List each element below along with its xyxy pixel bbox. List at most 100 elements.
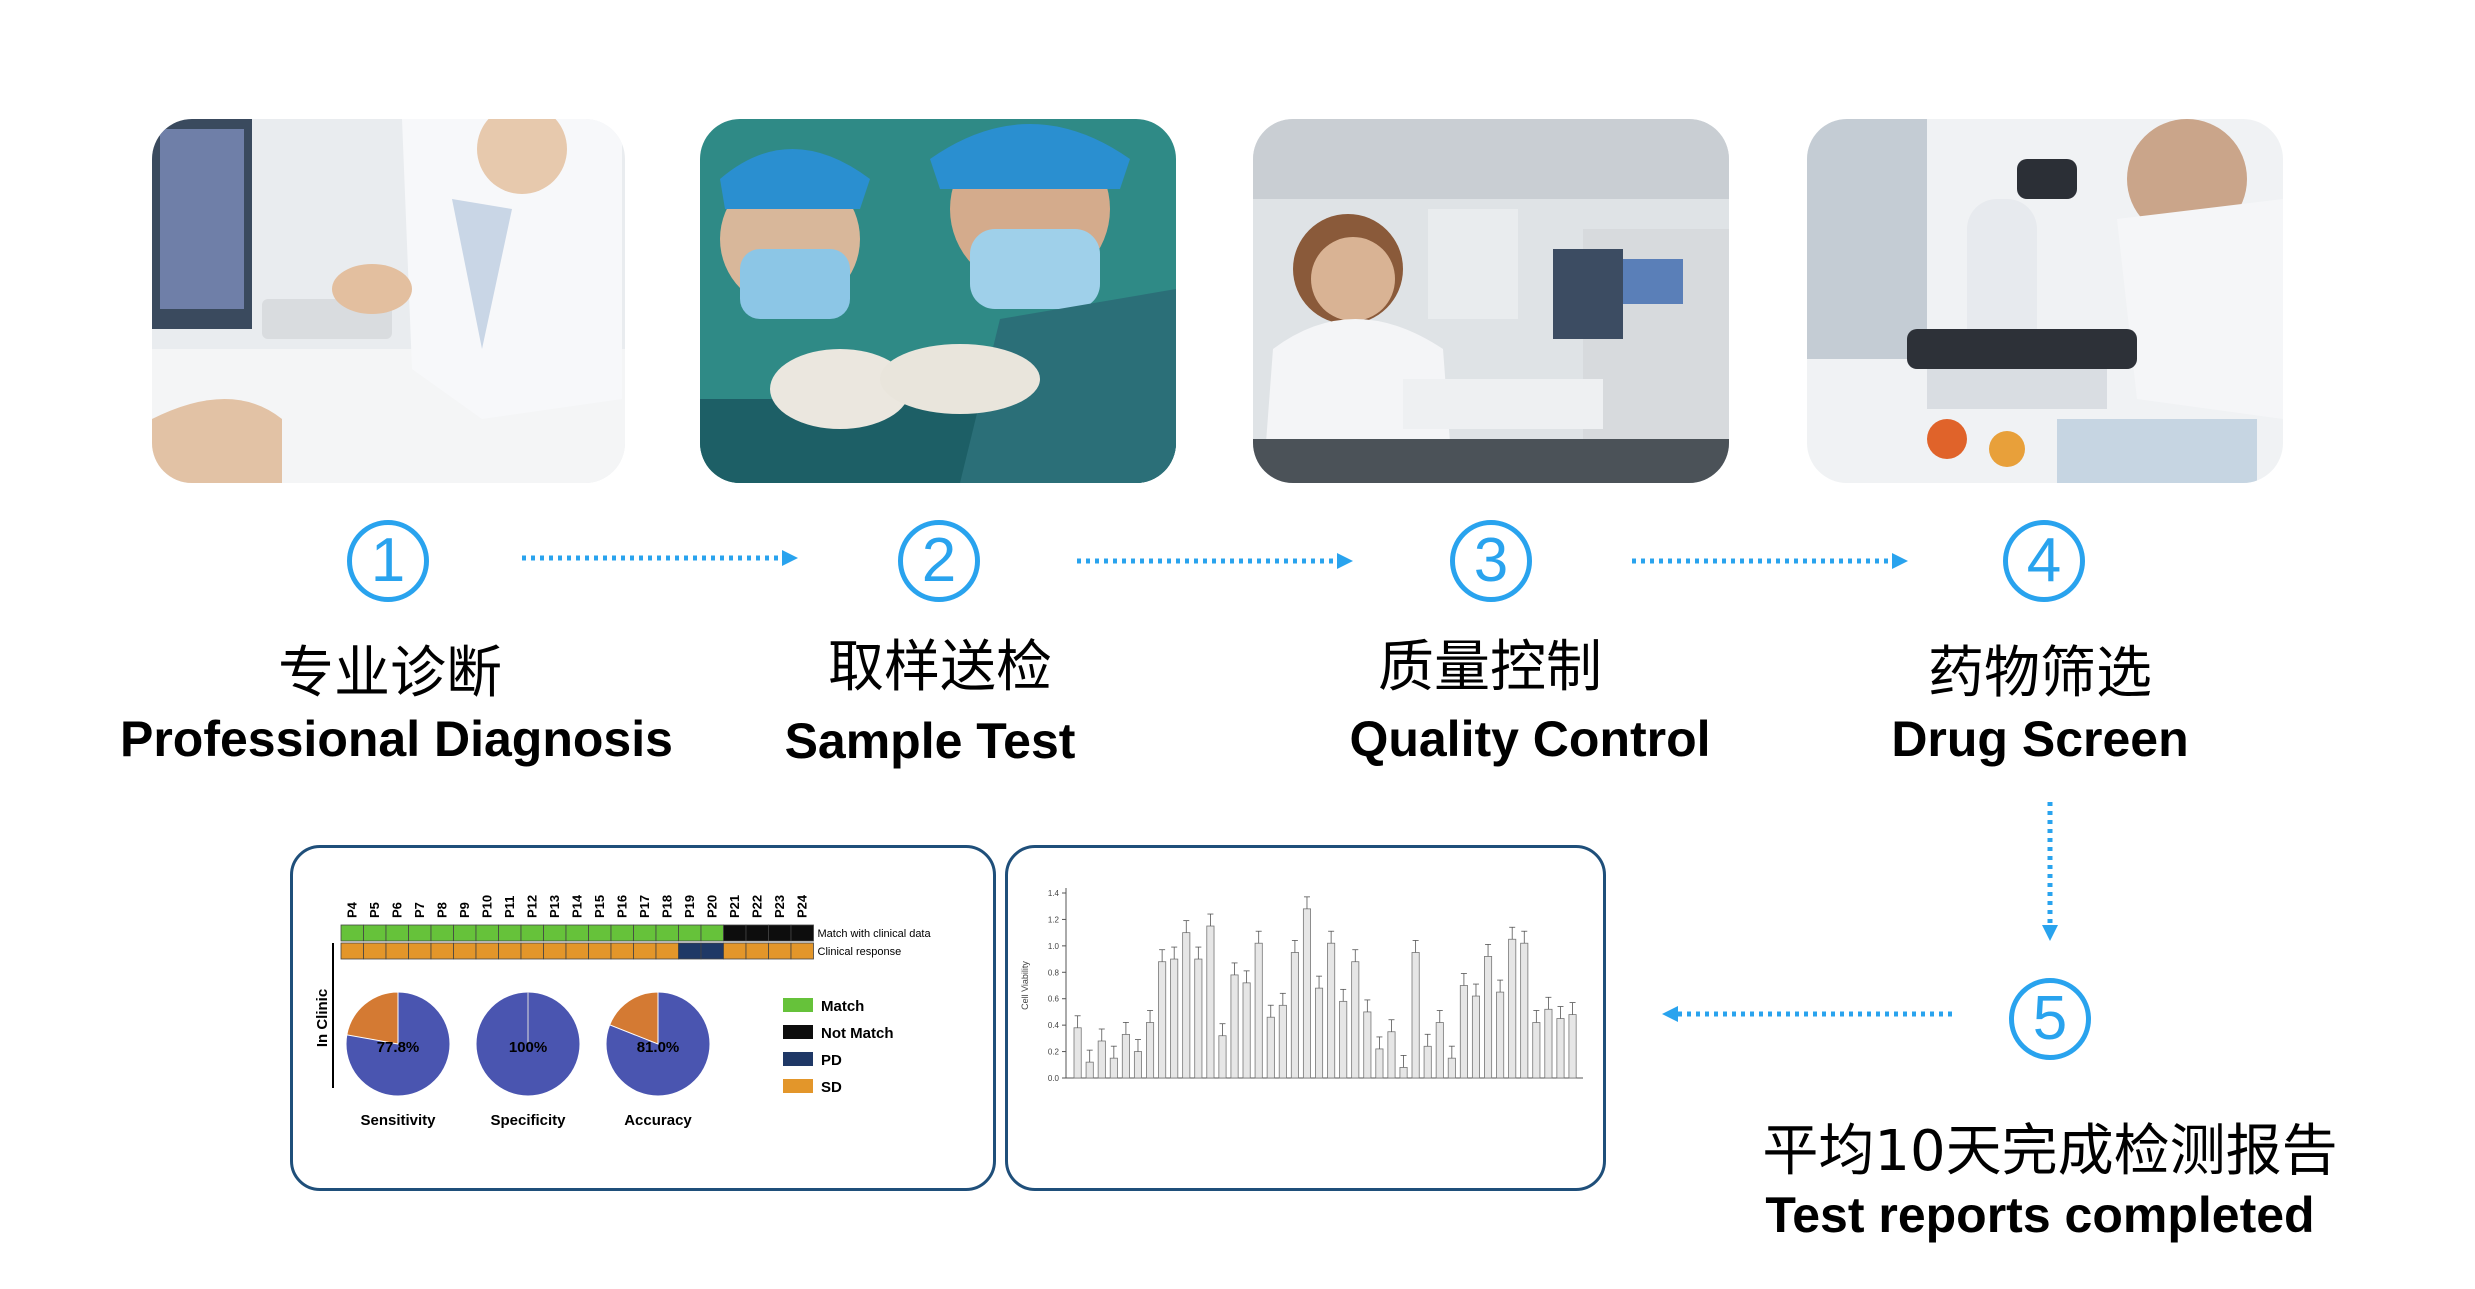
match-cell bbox=[655, 924, 679, 942]
patient-label: P21 bbox=[727, 895, 742, 918]
bar bbox=[1435, 1022, 1444, 1079]
patient-label: P4 bbox=[344, 901, 359, 918]
bar bbox=[1073, 1027, 1082, 1079]
y-tick-label: 1.2 bbox=[1048, 915, 1060, 924]
step-2-cn-label: 取样送检 bbox=[828, 635, 1052, 700]
photo-lab bbox=[1253, 119, 1729, 483]
y-tick-label: 0.6 bbox=[1048, 995, 1060, 1004]
bar bbox=[1315, 987, 1324, 1079]
response-cell bbox=[588, 942, 612, 960]
bar bbox=[1532, 1022, 1541, 1079]
bar bbox=[1182, 932, 1191, 1079]
bar bbox=[1302, 908, 1312, 1079]
patient-label: P22 bbox=[749, 895, 764, 918]
bar bbox=[1158, 961, 1167, 1079]
bar bbox=[1170, 958, 1179, 1079]
step-3-cn-label: 质量控制 bbox=[1378, 635, 1602, 700]
patient-label: P7 bbox=[412, 902, 427, 918]
response-cell bbox=[363, 942, 387, 960]
response-cell bbox=[768, 942, 792, 960]
step-4-number: 4 bbox=[2003, 520, 2085, 602]
legend-label: Match bbox=[821, 998, 864, 1015]
bar bbox=[1121, 1033, 1130, 1079]
bar bbox=[1508, 938, 1517, 1079]
patient-label: P17 bbox=[637, 895, 652, 918]
pie-value-label: 77.8% bbox=[377, 1039, 420, 1056]
row-label-response: Clinical response bbox=[818, 946, 902, 958]
bar bbox=[1568, 1014, 1577, 1079]
step-2-en-label: Sample Test bbox=[784, 713, 1076, 769]
bar bbox=[1327, 942, 1336, 1079]
bar bbox=[1471, 995, 1481, 1079]
response-cell bbox=[565, 942, 589, 960]
bar bbox=[1242, 982, 1251, 1079]
pie-slice-rest bbox=[346, 991, 399, 1045]
match-cell bbox=[588, 924, 612, 942]
match-cell bbox=[430, 924, 454, 942]
bar bbox=[1544, 1008, 1553, 1079]
step-1-cn-label: 专业诊断 bbox=[278, 641, 502, 706]
step-3-number: 3 bbox=[1450, 520, 1532, 602]
y-tick-label: 0.0 bbox=[1048, 1074, 1060, 1083]
bar bbox=[1206, 925, 1215, 1079]
patient-label: P12 bbox=[524, 895, 539, 918]
response-cell bbox=[610, 942, 634, 960]
step-5-number: 5 bbox=[2009, 978, 2091, 1060]
bar bbox=[1459, 985, 1468, 1079]
response-cell bbox=[498, 942, 522, 960]
bar bbox=[1484, 956, 1493, 1079]
response-cell bbox=[430, 942, 454, 960]
match-cell bbox=[475, 924, 499, 942]
legend-label: SD bbox=[821, 1079, 842, 1096]
photo-surgery bbox=[700, 119, 1176, 483]
photo-doctor bbox=[152, 119, 625, 483]
patient-label: P8 bbox=[434, 902, 449, 918]
y-tick-label: 1.0 bbox=[1048, 942, 1060, 951]
match-cell bbox=[408, 924, 432, 942]
response-cell bbox=[340, 942, 364, 960]
step-4-cn-label: 药物筛选 bbox=[1928, 641, 2152, 706]
pie-slice-rest bbox=[609, 991, 659, 1045]
in-clinic-label: In Clinic bbox=[314, 989, 331, 1047]
pie-value-label: 81.0% bbox=[637, 1039, 680, 1056]
legend-swatch bbox=[783, 1079, 813, 1093]
legend-swatch bbox=[783, 1025, 813, 1039]
match-cell bbox=[520, 924, 544, 942]
bar bbox=[1387, 1031, 1396, 1079]
match-cell bbox=[340, 924, 364, 942]
bar bbox=[1266, 1016, 1275, 1079]
bar bbox=[1290, 952, 1299, 1079]
response-cell bbox=[453, 942, 477, 960]
match-cell bbox=[790, 924, 814, 942]
step-2-number: 2 bbox=[898, 520, 980, 602]
match-cell bbox=[745, 924, 769, 942]
match-cell bbox=[678, 924, 702, 942]
response-cell bbox=[678, 942, 702, 960]
bar bbox=[1133, 1051, 1142, 1079]
match-cell bbox=[633, 924, 657, 942]
match-cell bbox=[363, 924, 387, 942]
bar bbox=[1109, 1057, 1118, 1079]
row-label-match: Match with clinical data bbox=[818, 928, 932, 940]
patient-label: P13 bbox=[547, 895, 562, 918]
match-cell bbox=[565, 924, 589, 942]
pie-caption: Specificity bbox=[490, 1112, 566, 1129]
match-cell bbox=[498, 924, 522, 942]
response-cell bbox=[655, 942, 679, 960]
pie-value-label: 100% bbox=[509, 1039, 547, 1056]
patient-label: P11 bbox=[502, 896, 517, 918]
match-cell bbox=[768, 924, 792, 942]
bar bbox=[1194, 958, 1203, 1079]
match-cell bbox=[610, 924, 634, 942]
patient-label: P16 bbox=[614, 895, 629, 918]
photo-microscope bbox=[1807, 119, 2283, 483]
bar bbox=[1230, 974, 1239, 1079]
pie-caption: Sensitivity bbox=[360, 1112, 436, 1129]
bar bbox=[1339, 1000, 1348, 1079]
response-cell bbox=[745, 942, 769, 960]
bar bbox=[1423, 1045, 1432, 1079]
